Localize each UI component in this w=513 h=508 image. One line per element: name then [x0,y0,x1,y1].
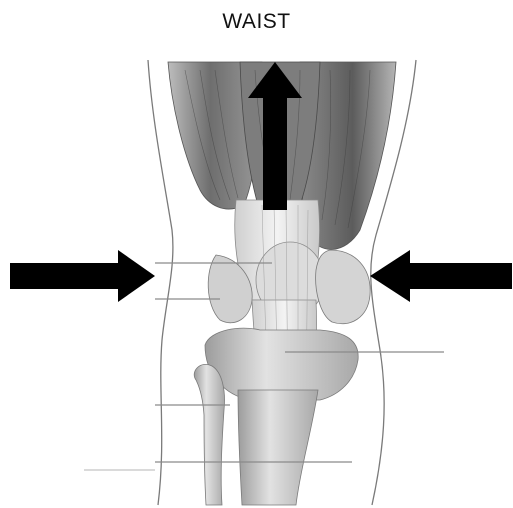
tibia-head [205,328,358,400]
tibia-shaft [238,390,318,505]
right-pointing-arrow [10,250,155,302]
lower-leg-bones [194,328,358,505]
leg-outline-left [148,60,173,505]
medial-femoral-condyle [316,250,371,324]
fibula [194,364,224,505]
left-pointing-arrow [370,250,512,302]
